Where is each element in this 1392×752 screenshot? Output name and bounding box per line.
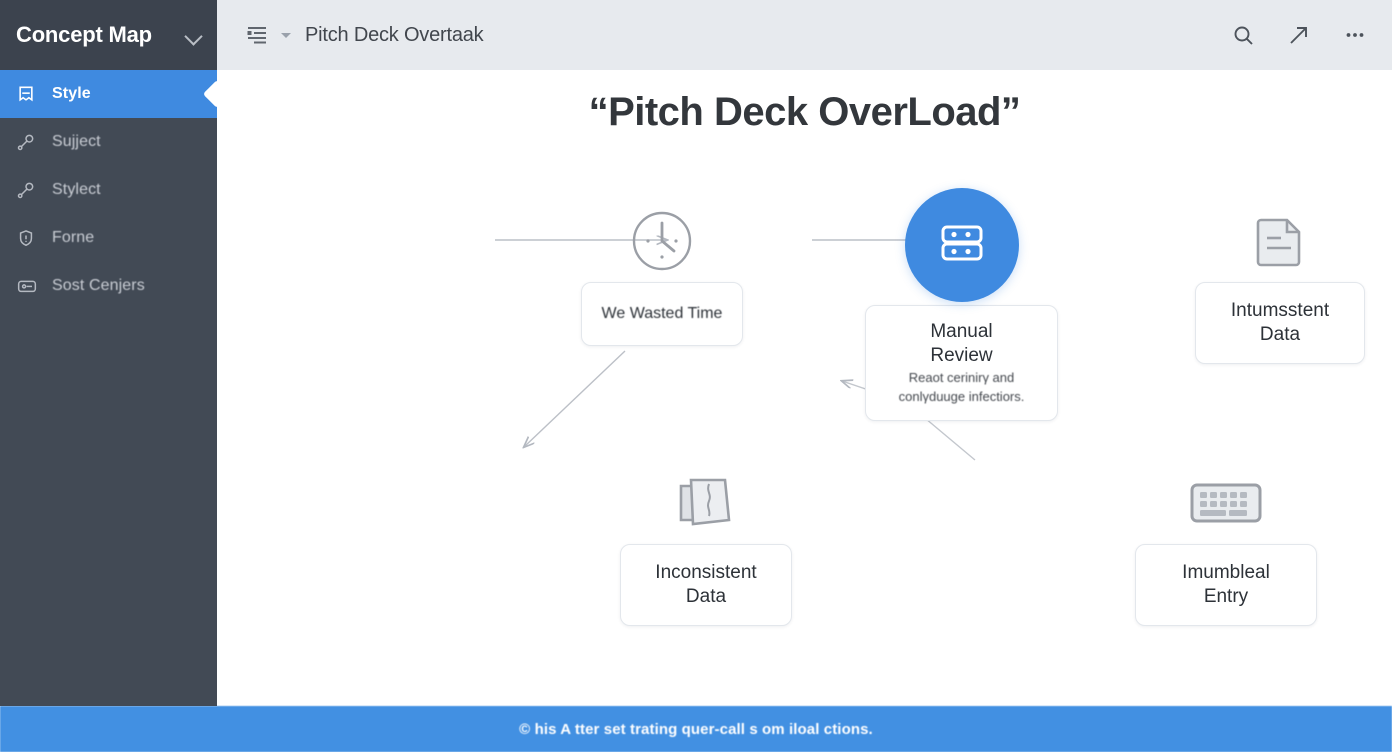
sidebar-item-label: Stylect xyxy=(52,181,101,198)
caret-down-icon[interactable] xyxy=(281,32,291,38)
concept-map-canvas[interactable]: “Pitch Deck OverLoad” xyxy=(217,70,1392,706)
node-icon-wrap xyxy=(865,185,1058,305)
node-intumsstent-data[interactable]: Intumsstent Data xyxy=(1195,204,1365,364)
sidebar-item-label: Style xyxy=(52,85,91,102)
wallet-icon xyxy=(16,276,42,296)
sidebar-item-forne[interactable]: Forne xyxy=(0,214,217,262)
share-arrow-icon[interactable] xyxy=(1286,22,1312,48)
key-icon xyxy=(16,180,42,200)
node-label-line2: Data xyxy=(685,586,727,607)
bookmark-icon xyxy=(16,84,42,104)
chevron-down-icon[interactable] xyxy=(185,26,203,44)
node-card[interactable]: Imumbleal Entry xyxy=(1135,544,1317,626)
sidebar-item-sost-cenjers[interactable]: Sost Cenjers xyxy=(0,262,217,310)
node-subtitle-line2: conlγduuge infectiors. xyxy=(898,388,1025,404)
edge-hub-to-inconsistent xyxy=(524,350,626,447)
node-label: We Wasted Time xyxy=(601,305,723,322)
clock-icon xyxy=(630,209,694,278)
node-label-line1: Imumbleal xyxy=(1182,562,1270,584)
node-subtitle-line1: Reaot cerinirγ and xyxy=(908,369,1015,385)
topbar-actions xyxy=(1230,22,1368,48)
node-label-line2: Entry xyxy=(1203,586,1249,607)
search-icon[interactable] xyxy=(1230,22,1256,48)
sidebar: Concept Map Style xyxy=(0,0,217,706)
page-title: “Pitch Deck OverLoad” xyxy=(588,90,1021,134)
footer-text: © his A tter set trating quer-call s om … xyxy=(519,720,873,738)
node-card[interactable]: Inconsistent Data xyxy=(620,544,792,626)
footer-bar: © his A tter set trating quer-call s om … xyxy=(0,706,1392,752)
keyboard-icon xyxy=(1188,475,1264,536)
node-label-line1: Intumsstent xyxy=(1230,300,1330,322)
more-options-icon[interactable] xyxy=(1342,22,1368,48)
shield-icon xyxy=(16,228,42,248)
node-wasted-time[interactable]: We Wasted Time xyxy=(581,204,743,346)
node-imumbleal-entry[interactable]: Imumbleal Entry xyxy=(1135,466,1317,626)
topbar-left-group: Pitch Deck Overtaak xyxy=(245,24,1230,47)
content-column: Pitch Deck Overtaak xyxy=(217,0,1392,706)
node-icon-wrap xyxy=(620,466,792,544)
node-manual-review[interactable]: Manual Review Reaot cerinirγ and conlγdu… xyxy=(865,185,1058,421)
node-card[interactable]: Manual Review Reaot cerinirγ and conlγdu… xyxy=(865,305,1058,421)
server-icon xyxy=(934,215,990,276)
sidebar-item-style[interactable]: Style xyxy=(0,70,217,118)
sidebar-item-label: Sost Cenjers xyxy=(52,277,145,294)
node-label-line2: Data xyxy=(1259,324,1301,345)
node-card[interactable]: Intumsstent Data xyxy=(1195,282,1365,364)
topbar: Pitch Deck Overtaak xyxy=(217,0,1392,70)
document-title[interactable]: Pitch Deck Overtaak xyxy=(305,23,484,46)
node-inconsistent-data[interactable]: Inconsistent Data xyxy=(620,466,792,626)
node-icon-wrap xyxy=(581,204,743,282)
sidebar-item-label: Forne xyxy=(52,229,95,246)
document-icon xyxy=(1249,210,1311,277)
sidebar-header[interactable]: Concept Map xyxy=(0,0,217,70)
node-icon-wrap xyxy=(1195,204,1365,282)
node-label-line2: Review xyxy=(930,345,993,367)
key-icon xyxy=(16,132,42,152)
sidebar-item-sujject[interactable]: Sujject xyxy=(0,118,217,166)
outline-list-icon[interactable] xyxy=(245,25,269,45)
node-label-line1: Manual xyxy=(930,321,993,343)
sidebar-item-label: Sujject xyxy=(52,133,101,150)
hub-circle[interactable] xyxy=(904,188,1019,302)
sidebar-item-stylect[interactable]: Stylect xyxy=(0,166,217,214)
torn-papers-icon xyxy=(673,472,739,539)
node-icon-wrap xyxy=(1135,466,1317,544)
node-card[interactable]: We Wasted Time xyxy=(581,282,743,346)
node-label-line1: Inconsistent xyxy=(655,562,757,584)
sidebar-title: Concept Map xyxy=(16,22,152,47)
main-body: Concept Map Style xyxy=(0,0,1392,706)
